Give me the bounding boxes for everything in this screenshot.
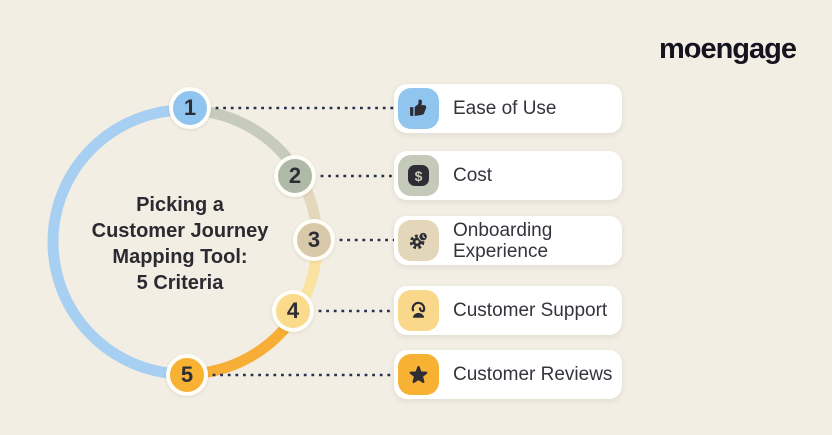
ring-node-4: 4 (272, 290, 314, 332)
criterion-label: Onboarding Experience (453, 219, 553, 262)
node-number: 1 (183, 95, 197, 120)
title-line: Customer Journey (91, 220, 269, 242)
icon-tile (398, 290, 439, 331)
title-line: Picking a (136, 194, 224, 216)
icon-tile: $ (398, 155, 439, 196)
thumbs-up-icon (410, 99, 427, 116)
title-line: Mapping Tool: (112, 246, 248, 268)
criterion-card-ease-of-use: Ease of Use (394, 84, 622, 133)
node-number: 2 (288, 163, 302, 188)
icon-tile (398, 220, 439, 261)
star-icon (409, 365, 428, 384)
criterion-card-cost: $ Cost (394, 151, 622, 200)
ring-node-5: 5 (166, 354, 208, 396)
criterion-label: Ease of Use (453, 98, 557, 119)
criterion-label: Customer Reviews (453, 364, 613, 385)
icon-tile (398, 88, 439, 129)
ring-node-1: 1 (169, 87, 211, 129)
ring-node-3: 3 (293, 219, 335, 261)
dollar-icon: $ (408, 165, 429, 186)
logo-text-m: m (658, 33, 685, 65)
node-number: 5 (180, 362, 194, 387)
criterion-card-onboarding-experience: Onboarding Experience (394, 216, 622, 265)
node-number: 4 (286, 298, 300, 323)
arc-segment-1 (47, 104, 190, 380)
title-line: 5 Criteria (136, 272, 224, 294)
criterion-card-customer-support: Customer Support (394, 286, 622, 335)
logo-text-rest: engage (700, 33, 797, 65)
criterion-label: Cost (453, 165, 493, 186)
support-agent-icon (411, 301, 426, 318)
node-number: 3 (307, 227, 321, 252)
gear-clock-icon (409, 231, 428, 250)
icon-tile (398, 354, 439, 395)
diagram-title: Picking a Customer Journey Mapping Tool:… (70, 192, 290, 296)
moengage-logo: moengage (658, 33, 797, 66)
criterion-card-customer-reviews: Customer Reviews (394, 350, 622, 399)
ring-node-2: 2 (274, 155, 316, 197)
criterion-label: Customer Support (453, 300, 608, 321)
dollar-symbol: $ (414, 167, 423, 184)
logo-text-o: o (683, 33, 702, 65)
